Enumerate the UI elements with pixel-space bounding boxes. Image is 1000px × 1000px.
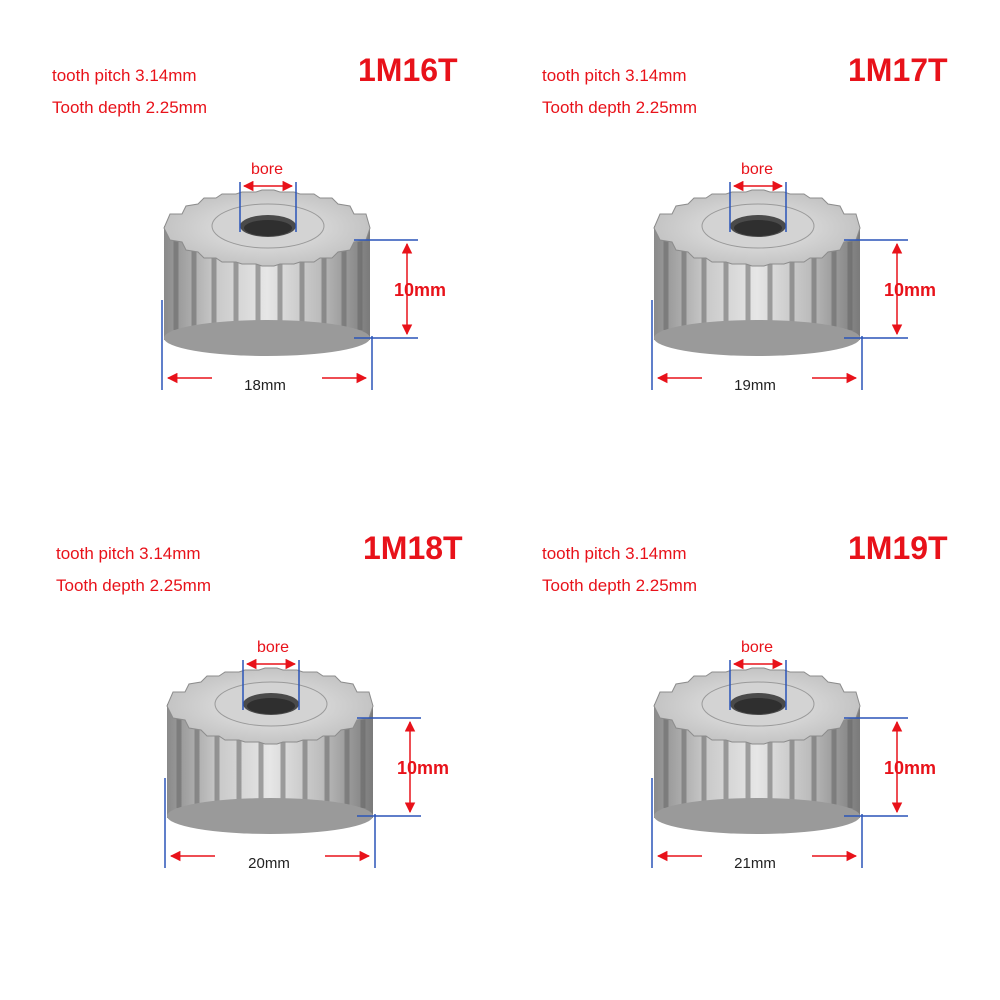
width-label: 18mm [244, 377, 286, 394]
tooth-pitch-label: tooth pitch 3.14mm [56, 544, 201, 563]
tooth-depth-label: Tooth depth 2.25mm [542, 98, 697, 117]
width-label: 20mm [248, 855, 290, 872]
dimension-annotations: bore 10mm 19mm [734, 161, 936, 394]
model-title: 1M18T [363, 530, 463, 566]
gear-panel-1m18t: 1M18T tooth pitch 3.14mm Tooth depth 2.2… [0, 478, 490, 958]
gear-panel-1m17t: 1M17T tooth pitch 3.14mm Tooth depth 2.2… [490, 0, 980, 480]
gear-panel-1m19t: 1M19T tooth pitch 3.14mm Tooth depth 2.2… [490, 478, 980, 958]
bore-label: bore [741, 639, 773, 656]
dimension-annotations: bore 10mm 20mm [248, 639, 449, 872]
height-label: 10mm [884, 280, 936, 300]
tooth-depth-label: Tooth depth 2.25mm [56, 576, 211, 595]
height-label: 10mm [884, 758, 936, 778]
height-label: 10mm [397, 758, 449, 778]
gear-panel-1m16t: 1M16T tooth pitch 3.14mm Tooth depth 2.2… [0, 0, 490, 480]
width-label: 19mm [734, 377, 776, 394]
dimension-annotations: bore 10mm 21mm [734, 639, 936, 872]
width-label: 21mm [734, 855, 776, 872]
model-title: 1M16T [358, 52, 458, 88]
bore-label: bore [741, 161, 773, 178]
dimension-annotations: bore 10mm 18mm [244, 161, 446, 394]
tooth-pitch-label: tooth pitch 3.14mm [542, 544, 687, 563]
bore-label: bore [257, 639, 289, 656]
model-title: 1M19T [848, 530, 948, 566]
tooth-depth-label: Tooth depth 2.25mm [52, 98, 207, 117]
model-title: 1M17T [848, 52, 948, 88]
height-label: 10mm [394, 280, 446, 300]
tooth-depth-label: Tooth depth 2.25mm [542, 576, 697, 595]
tooth-pitch-label: tooth pitch 3.14mm [542, 66, 687, 85]
bore-label: bore [251, 161, 283, 178]
tooth-pitch-label: tooth pitch 3.14mm [52, 66, 197, 85]
